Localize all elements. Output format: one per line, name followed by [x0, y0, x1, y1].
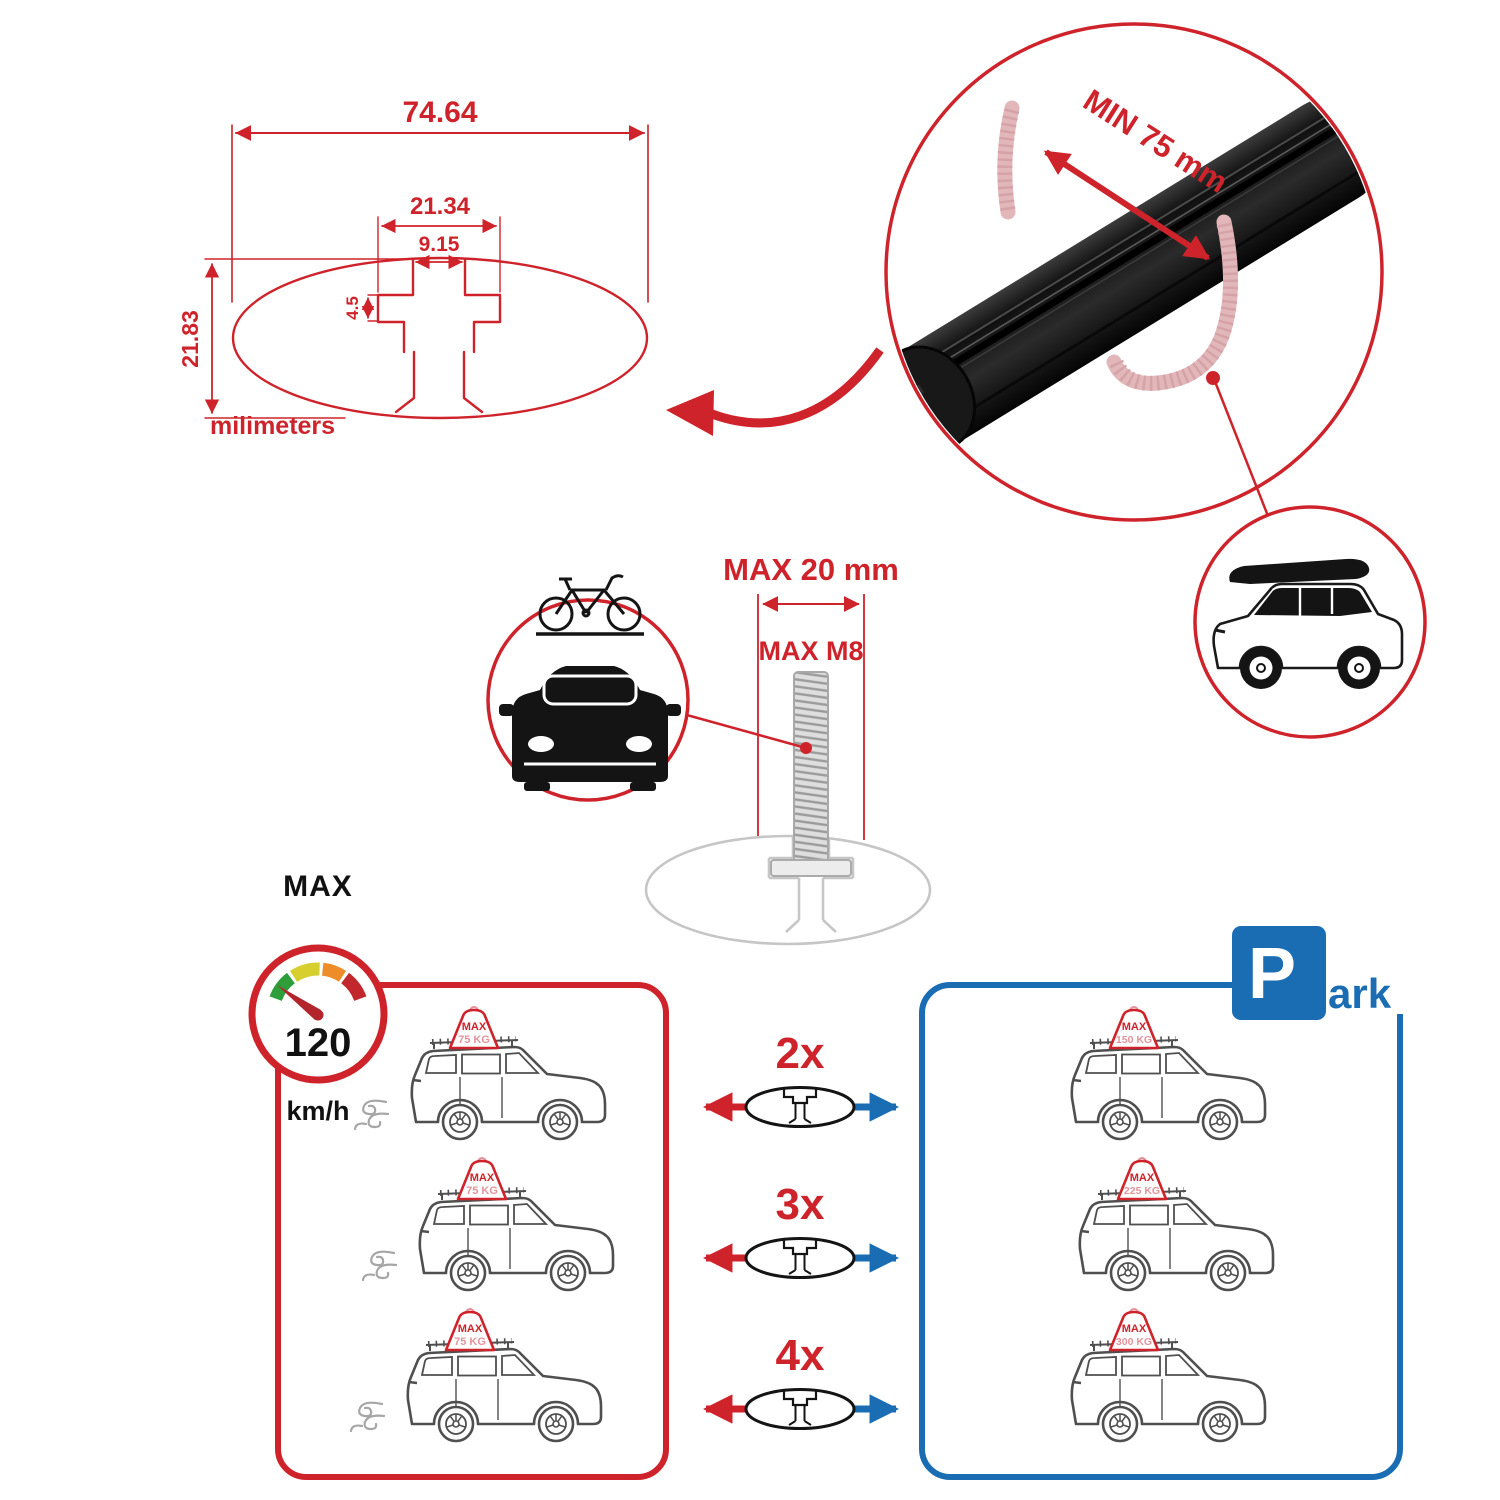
dim-units-label: milimeters — [210, 412, 335, 440]
bolt-max-thread-label: MAX M8 — [758, 636, 863, 666]
car-front-icon — [499, 666, 681, 791]
profile-channel — [376, 257, 502, 414]
speed-max-label: MAX — [283, 870, 353, 903]
parked-car-row-2: MAX 225 KG — [1080, 1156, 1273, 1290]
parked-car-row-1: MAX 150 KG — [1072, 1005, 1265, 1139]
bike-car-circle — [486, 574, 690, 802]
load-value-label: 225 KG — [1124, 1185, 1160, 1197]
load-value-label: 75 KG — [458, 1034, 490, 1046]
count-label: 3x — [776, 1180, 825, 1229]
crossbar-count-row-1: 2x — [703, 1029, 899, 1128]
crossbar-section-icon — [744, 1237, 856, 1279]
dim-slot-width-label: 9.15 — [419, 233, 460, 256]
park-sign-square — [1232, 926, 1326, 1020]
speed-value-label: 120 — [285, 1021, 352, 1065]
load-max-label: MAX — [1122, 1021, 1147, 1033]
bolt-point-dot — [800, 742, 812, 754]
park-sign-rest: ark — [1328, 970, 1392, 1017]
min-span-arrow-icon — [1043, 149, 1211, 261]
bike-icon — [538, 574, 642, 632]
load-value-label: 300 KG — [1116, 1336, 1152, 1348]
driving-car-row-1: MAX 75 KG — [353, 1005, 605, 1139]
profile-ellipse — [231, 256, 649, 420]
ghost-profile — [644, 834, 932, 946]
load-max-label: MAX — [470, 1172, 495, 1184]
bolt-spec-diagram: MAX 20 mm MAX M8 — [644, 552, 932, 946]
dim-channel-width-label: 21.34 — [410, 193, 471, 220]
load-max-label: MAX — [1130, 1172, 1155, 1184]
suv-roofbox-circle — [1193, 505, 1427, 739]
clamp-strap-rear-icon — [997, 100, 1020, 220]
clamp-point-dot — [1206, 371, 1220, 385]
load-value-label: 150 KG — [1116, 1034, 1152, 1046]
speed-units-label: km/h — [286, 1096, 349, 1126]
suv-icon — [1212, 558, 1404, 689]
count-label: 4x — [776, 1331, 825, 1380]
park-sign: P ark — [1232, 926, 1406, 1020]
crossbar-render — [889, 97, 1379, 452]
crossbar-detail-circle: MIN 75 mm — [884, 22, 1384, 522]
profile-dimension-diagram: 74.64 21.34 9.15 4.5 21.83 milimeters — [177, 96, 649, 440]
speed-limit-gauge: MAX 120 km/h — [248, 870, 388, 1126]
driving-car-row-3: MAX 75 KG — [349, 1307, 601, 1441]
load-max-label: MAX — [458, 1323, 483, 1335]
bolt-max-width-label: MAX 20 mm — [723, 552, 899, 587]
load-max-label: MAX — [462, 1021, 487, 1033]
clamp-strap-front-icon — [1106, 214, 1239, 391]
leader-to-bolt — [675, 710, 807, 750]
dim-total-width-label: 74.64 — [402, 96, 477, 129]
park-sign-letter: P — [1248, 934, 1296, 1014]
load-value-label: 75 KG — [466, 1185, 498, 1197]
leader-to-suv-circle — [1214, 383, 1270, 517]
t-bolt-icon — [770, 671, 852, 877]
parked-car-row-3: MAX 300 KG — [1072, 1307, 1265, 1441]
arrow-detail-to-profile-icon — [666, 347, 884, 436]
load-max-label: MAX — [1122, 1323, 1147, 1335]
crossbar-count-row-2: 3x — [703, 1180, 899, 1279]
count-label: 2x — [776, 1029, 825, 1078]
crossbar-count-row-3: 4x — [703, 1331, 899, 1430]
roof-load-badge: MAX 75 KG — [448, 1005, 500, 1050]
dim-total-height-label: 21.83 — [177, 310, 203, 368]
dim-lip-depth-label: 4.5 — [343, 296, 362, 320]
load-value-label: 75 KG — [454, 1336, 486, 1348]
gauge-needle-icon — [277, 985, 321, 1020]
crossbar-section-icon — [744, 1086, 856, 1128]
crossbar-section-icon — [744, 1388, 856, 1430]
driving-car-row-2: MAX 75 KG — [361, 1156, 613, 1290]
